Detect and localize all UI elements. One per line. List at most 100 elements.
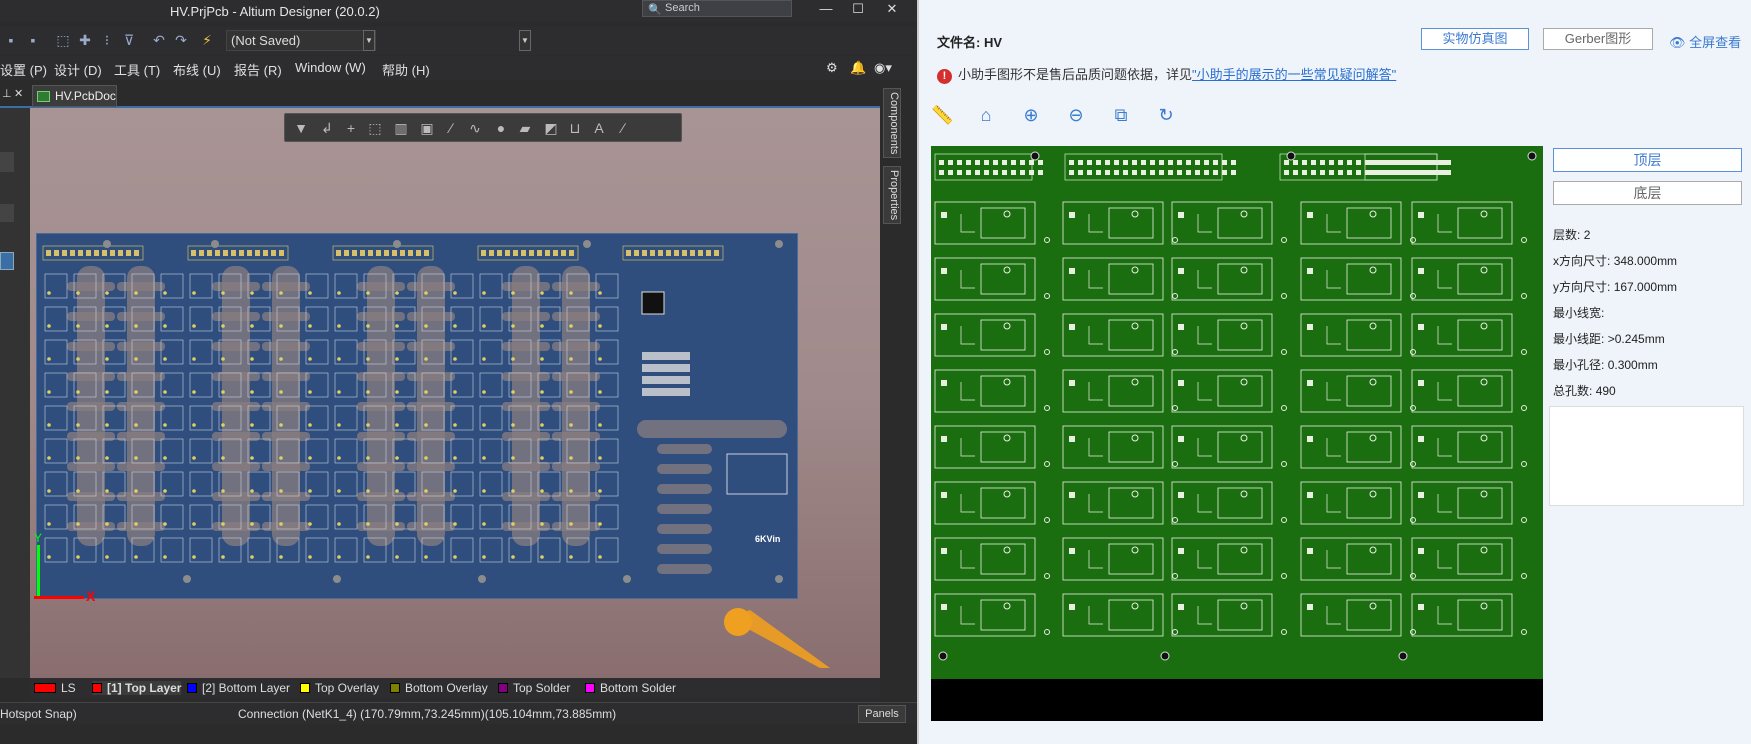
- diff-pair-icon[interactable]: ∿: [469, 120, 481, 136]
- close-icon[interactable]: ✕: [14, 88, 24, 100]
- snap-icon[interactable]: ↲: [321, 120, 333, 136]
- undo-icon[interactable]: ↶: [153, 32, 165, 48]
- search-icon: 🔍: [648, 4, 662, 16]
- route-icon[interactable]: ∕: [449, 120, 453, 136]
- viewer-toolbar: 📏 ⌂ ⊕ ⊖ ⧉ ↻: [919, 98, 1751, 132]
- bottom-layer-button[interactable]: 底层: [1553, 181, 1742, 205]
- panel-handle[interactable]: [0, 204, 14, 222]
- save-all-icon[interactable]: ▪: [30, 32, 36, 48]
- close-icon[interactable]: ✕: [886, 1, 898, 16]
- color-swatch: [34, 683, 56, 693]
- menu-window[interactable]: Window (W): [295, 60, 366, 75]
- menu-tools[interactable]: 工具 (T): [114, 63, 161, 78]
- panel-handle[interactable]: [0, 152, 14, 172]
- select-rect-icon[interactable]: ⬚: [56, 32, 70, 48]
- variant-icon[interactable]: ⚡: [202, 32, 212, 48]
- search-input[interactable]: 🔍Search: [642, 0, 792, 17]
- fill-icon[interactable]: ▰: [519, 120, 531, 136]
- layer-set-ls[interactable]: LS: [34, 681, 76, 695]
- layer-tab-top-overlay[interactable]: Top Overlay: [300, 681, 379, 695]
- minimize-icon[interactable]: —: [819, 1, 833, 16]
- zoom-in-icon[interactable]: ⊕: [1023, 105, 1039, 125]
- layer-tab-top-solder[interactable]: Top Solder: [498, 681, 570, 695]
- layer-tab-bottom-overlay[interactable]: Bottom Overlay: [390, 681, 488, 695]
- layer-label: [2] Bottom Layer: [202, 681, 291, 695]
- align-icon[interactable]: ▥: [394, 120, 408, 136]
- home-icon[interactable]: ⌂: [980, 105, 992, 125]
- gear-icon[interactable]: ⚙: [826, 60, 838, 75]
- text-icon[interactable]: A: [594, 120, 604, 136]
- notes-box: [1549, 406, 1744, 506]
- layer-tab-bottom-layer[interactable]: [2] Bottom Layer: [187, 681, 290, 695]
- snap-status: Hotspot Snap): [0, 707, 77, 721]
- filter-clear-icon[interactable]: ⊽: [123, 32, 135, 48]
- tab-hv-pcbdoc[interactable]: HV.PcbDoc: [32, 85, 117, 107]
- user-icon[interactable]: ◉▾: [874, 60, 892, 75]
- info-label: 最小线距:: [1553, 332, 1605, 346]
- info-min-hole: 最小孔径: 0.300mm: [1553, 356, 1658, 373]
- gerber-preview[interactable]: [931, 146, 1543, 721]
- chevron-down-icon[interactable]: ▼: [363, 30, 375, 51]
- rotate-icon[interactable]: ↻: [1158, 105, 1174, 125]
- menu-design[interactable]: 设计 (D): [54, 63, 102, 78]
- faq-link[interactable]: "小助手的展示的一些常见疑问解答": [1192, 67, 1397, 82]
- polygon-icon[interactable]: ◩: [544, 120, 558, 136]
- info-x-size: x方向尺寸: 348.000mm: [1553, 252, 1677, 269]
- via-icon[interactable]: ●: [496, 120, 506, 136]
- sim-view-button[interactable]: 实物仿真图: [1421, 28, 1529, 50]
- app-title: HV.PrjPcb - Altium Designer (20.0.2): [170, 4, 380, 19]
- move-icon[interactable]: ✚: [79, 32, 91, 48]
- maximize-icon[interactable]: ☐: [852, 1, 864, 16]
- info-value: >0.245mm: [1607, 332, 1665, 346]
- layer-label: LS: [61, 681, 76, 695]
- info-value: 167.000mm: [1613, 280, 1678, 294]
- color-swatch: [498, 683, 508, 693]
- chevron-down-icon[interactable]: ▼: [519, 30, 531, 51]
- top-layer-button[interactable]: 顶层: [1553, 148, 1742, 172]
- zoom-out-icon[interactable]: ⊖: [1068, 105, 1084, 125]
- pcb-canvas[interactable]: ▼ ↲ + ⬚ ▥ ▣ ∕ ∿ ● ▰ ◩ ⊔ A ∕ 6KVin Y X: [30, 108, 880, 678]
- green-pcb: [931, 146, 1543, 679]
- ruler-icon[interactable]: 📏: [931, 105, 954, 125]
- menu-settings[interactable]: 设置 (P): [0, 63, 47, 78]
- pcb-doc-icon: [37, 91, 50, 102]
- redo-icon[interactable]: ↷: [175, 32, 187, 48]
- panels-button[interactable]: Panels: [858, 705, 906, 723]
- filter-icon[interactable]: ▼: [294, 120, 308, 136]
- info-hole-count: 总孔数: 490: [1553, 382, 1616, 399]
- info-min-width: 最小线宽:: [1553, 304, 1604, 321]
- copy-icon[interactable]: ⧉: [1114, 105, 1128, 125]
- variant-select[interactable]: (Not Saved): [226, 30, 376, 51]
- line-icon[interactable]: ∕: [621, 120, 625, 136]
- menu-reports[interactable]: 报告 (R): [234, 63, 282, 78]
- y-axis-marker: Y: [34, 531, 42, 597]
- fullscreen-button[interactable]: 👁 全屏查看: [1669, 32, 1741, 51]
- tab-properties[interactable]: Properties: [883, 166, 901, 224]
- select-icon[interactable]: ⬚: [368, 120, 382, 136]
- info-panel: 顶层 底层 层数: 2 x方向尺寸: 348.000mm y方向尺寸: 167.…: [1549, 146, 1744, 721]
- layer-label: Bottom Solder: [600, 681, 677, 695]
- left-panel-strip[interactable]: [0, 108, 30, 678]
- layer-tab-bottom-solder[interactable]: Bottom Solder: [585, 681, 676, 695]
- pcb-board[interactable]: 6KVin: [36, 233, 798, 599]
- bell-icon[interactable]: 🔔: [850, 60, 867, 75]
- y-label: Y: [34, 531, 43, 545]
- document-tabs: ⊥ ✕ HV.PcbDoc: [0, 82, 917, 108]
- align-icon[interactable]: ⁝: [104, 32, 110, 48]
- save-icon[interactable]: ▪: [8, 32, 14, 48]
- panel-handle-selected[interactable]: [0, 252, 14, 270]
- info-value: 2: [1583, 228, 1591, 242]
- menu-help[interactable]: 帮助 (H): [382, 63, 430, 78]
- layer-tab-top-layer[interactable]: [1] Top Layer: [92, 681, 182, 695]
- component-icon[interactable]: ▣: [420, 120, 434, 136]
- gerber-view-button[interactable]: Gerber图形: [1543, 28, 1653, 50]
- menu-route[interactable]: 布线 (U): [173, 63, 221, 78]
- layer-label: [1] Top Layer: [107, 681, 182, 695]
- pin-icon[interactable]: ⊥: [2, 88, 12, 100]
- info-label: y方向尺寸:: [1553, 280, 1611, 294]
- cross-icon[interactable]: +: [346, 120, 356, 136]
- tab-components[interactable]: Components: [883, 88, 901, 158]
- keepout-icon[interactable]: ⊔: [569, 120, 581, 136]
- eye-icon: 👁: [1669, 35, 1690, 50]
- connection-status: Connection (NetK1_4) (170.79mm,73.245mm)…: [238, 707, 617, 721]
